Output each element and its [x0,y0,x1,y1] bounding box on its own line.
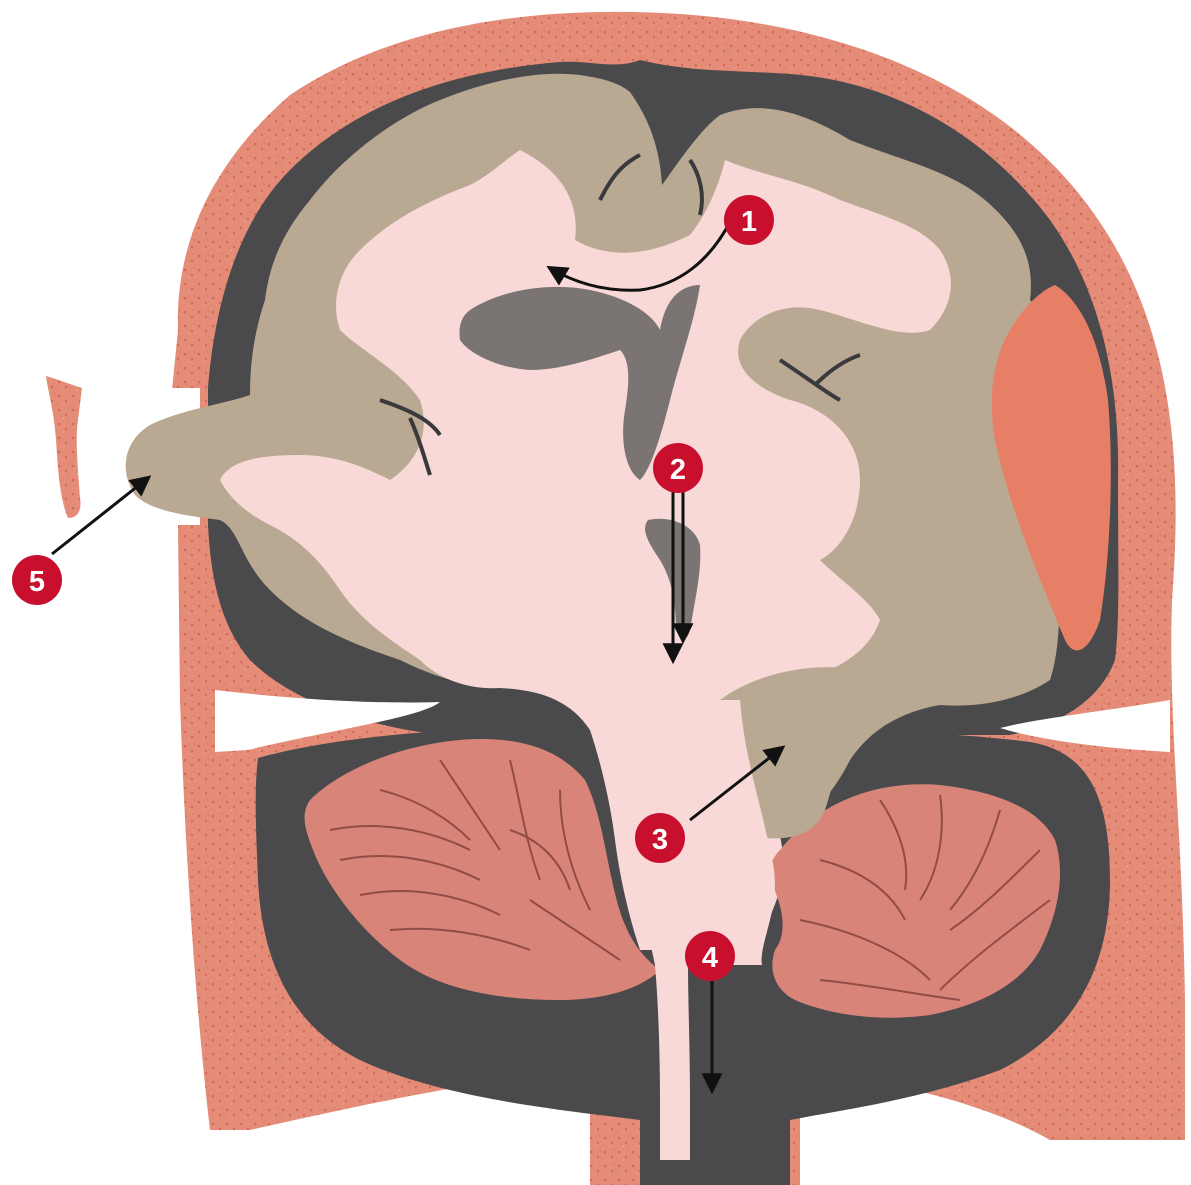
marker-2: 2 [653,443,703,493]
marker-2-label: 2 [670,454,686,486]
marker-4: 4 [685,931,735,981]
marker-3-label: 3 [652,824,668,856]
marker-1: 1 [724,195,774,245]
marker-5-label: 5 [29,566,45,598]
marker-3: 3 [635,813,685,863]
bone-fragment [46,376,82,518]
marker-5: 5 [12,555,62,605]
marker-1-label: 1 [741,206,757,238]
marker-4-label: 4 [702,942,718,974]
